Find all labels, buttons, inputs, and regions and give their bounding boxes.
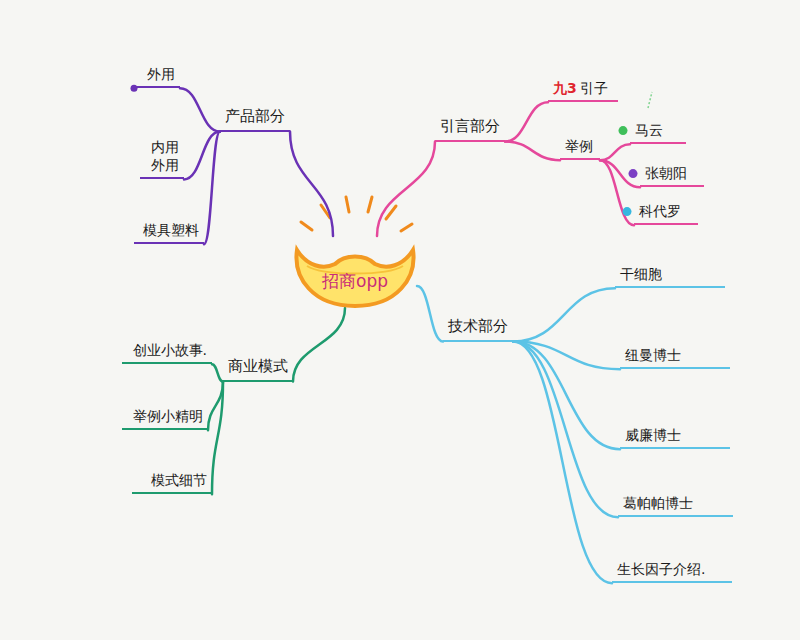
topic-text: 引子: [580, 79, 608, 97]
ray: [346, 197, 349, 212]
branch-line: [212, 382, 223, 495]
topic-text: 内用: [145, 138, 179, 156]
topic-text: 马云: [635, 121, 681, 139]
branch-node: 商业模式: [223, 355, 293, 382]
branch-line: [513, 288, 615, 341]
subtopic-node: 创业小故事.: [122, 339, 212, 364]
branch-line: [600, 160, 634, 225]
subtopic-node: 模式细节: [132, 469, 212, 494]
topic-text: 葛帕帕博士: [623, 494, 728, 512]
branch-node: 产品部分: [220, 105, 290, 132]
central-topic: 招商opp: [293, 236, 417, 308]
branch-line: [505, 102, 548, 141]
subtopic-node: 葛帕帕博士: [618, 492, 733, 517]
marker-dot: [619, 126, 628, 135]
branch-line: [377, 142, 435, 237]
topic-text: 威廉博士: [625, 426, 725, 444]
subtopic-node: 马云: [630, 119, 686, 144]
ingot-rays: [301, 197, 412, 231]
branch-line: [293, 308, 345, 382]
marker-dot: [629, 169, 638, 178]
topic-text: 纽曼博士: [625, 346, 725, 364]
subtopic-node: 外用: [136, 63, 180, 88]
topic-text: 九3: [553, 79, 577, 97]
topic-text: 外用: [141, 65, 175, 83]
branch-line: [417, 286, 443, 342]
subtopic-node: 纽曼博士: [620, 344, 730, 369]
topic-text: 科代罗: [639, 202, 693, 220]
branch-line: [513, 342, 612, 584]
branch-node: 技术部分: [443, 315, 513, 342]
topic-text: 生长因子介绍.: [617, 560, 727, 578]
subtopic-node: 威廉博士: [620, 424, 730, 449]
subtopic-node: 举例小精明: [122, 405, 208, 430]
marker-dot: [623, 207, 632, 216]
marker-dot: [131, 85, 138, 92]
subtopic-node: 科代罗: [634, 200, 698, 225]
ray: [368, 197, 372, 212]
subtopic-node: 张朝阳: [640, 162, 704, 187]
pen-stroke: [648, 92, 652, 108]
topic-text: 模式细节: [137, 471, 207, 489]
topic-text: 创业小故事.: [127, 341, 207, 359]
topic-text: 模具塑料: [139, 221, 199, 239]
ray: [401, 224, 412, 231]
branch-line: [212, 364, 223, 381]
topic-text: 举例: [565, 137, 595, 155]
topic-text: 技术部分: [448, 317, 508, 337]
subtopic-node: 生长因子介绍.: [612, 558, 732, 583]
subtopic-node: 模具塑料: [134, 219, 204, 244]
branch-node: 引言部分: [435, 115, 505, 142]
subtopic-node: 内用外用: [140, 136, 184, 179]
ray: [301, 222, 312, 230]
topic-text: 外用: [145, 156, 179, 174]
branch-line: [180, 88, 220, 131]
topic-text: 商业模式: [228, 357, 288, 377]
topic-text: 干细胞: [620, 265, 720, 283]
topic-text: 引言部分: [440, 117, 500, 137]
branch-line: [204, 132, 220, 245]
subtopic-node: 干细胞: [615, 263, 725, 288]
branch-line: [505, 142, 560, 161]
branch-line: [600, 144, 630, 160]
subtopic-node: 九3引子: [548, 77, 618, 102]
topic-text: 举例小精明: [127, 407, 203, 425]
branch-line: [290, 132, 333, 237]
subtopic-node: 举例: [560, 135, 600, 160]
topic-text: 招商opp: [293, 270, 417, 292]
topic-text: 张朝阳: [645, 164, 699, 182]
topic-text: 产品部分: [225, 107, 285, 127]
branch-line: [513, 342, 618, 518]
